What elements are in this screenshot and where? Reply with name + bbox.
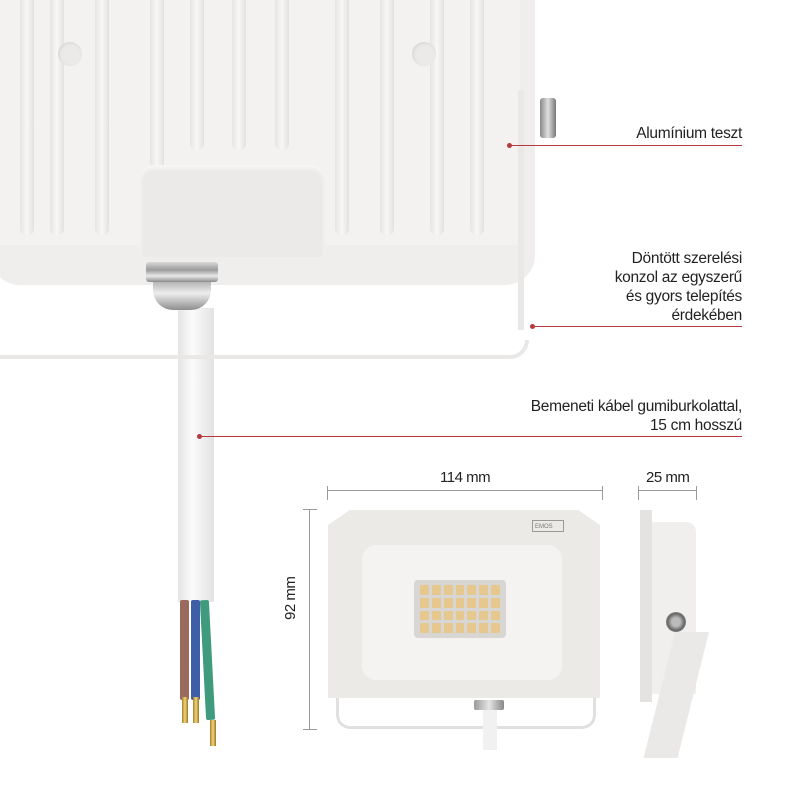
callout-bracket-line: és gyors telepítés (625, 288, 742, 305)
mounting-bracket (0, 340, 529, 359)
bracket-bolt (540, 98, 556, 138)
junction-box (140, 165, 325, 257)
front-view-gland (474, 700, 504, 710)
wire-tip (182, 697, 188, 723)
width-dimension-label: 114 mm (440, 469, 491, 486)
callout-line-bracket (533, 326, 742, 327)
dimension-tick (638, 486, 639, 500)
callout-cable-line: 15 cm hosszú (649, 417, 742, 434)
height-dimension-line (309, 509, 310, 730)
dimension-tick (327, 486, 328, 500)
wire-green (199, 599, 216, 721)
cooling-fin (275, 0, 289, 150)
callout-cable: Bemeneti kábel gumiburkolattal, 15 cm ho… (530, 397, 743, 435)
callout-bracket: Döntött szerelési konzol az egyszerű és … (614, 249, 743, 325)
callout-dot (197, 434, 202, 439)
wire-tip (210, 720, 216, 746)
cooling-fin (335, 0, 349, 235)
cooling-fin (232, 0, 246, 150)
callout-dot (530, 324, 535, 329)
dimension-tick (696, 486, 697, 500)
cooling-fin (20, 0, 34, 235)
mounting-bracket-arm (518, 90, 524, 330)
cooling-fin (470, 0, 484, 235)
callout-dot (507, 143, 512, 148)
callout-line-aluminium (510, 145, 742, 146)
callout-bracket-line: Döntött szerelési (631, 250, 743, 267)
cooling-fin (50, 0, 64, 235)
dimension-tick (303, 509, 317, 510)
led-array (414, 580, 506, 638)
front-view-bracket (336, 690, 596, 729)
callout-bracket-line: konzol az egyszerű (614, 269, 743, 286)
depth-dimension-line (638, 490, 697, 491)
wire-brown (180, 600, 189, 700)
mounting-boss (58, 42, 82, 66)
cooling-fin (190, 0, 204, 150)
cable-gland (153, 282, 211, 310)
callout-aluminium: Alumínium teszt (636, 125, 742, 142)
cooling-fin (380, 0, 394, 235)
height-dimension-label: 92 mm (282, 576, 299, 620)
callout-cable-line: Bemeneti kábel gumiburkolattal, (530, 398, 743, 415)
front-view-cable (483, 710, 497, 750)
depth-dimension-label: 25 mm (646, 469, 690, 486)
side-view-bolt (666, 612, 686, 632)
dimension-tick (303, 729, 317, 730)
wire-tip (193, 697, 199, 723)
brand-logo: EMOS (532, 520, 564, 532)
cooling-fin (430, 0, 444, 235)
width-dimension-line (327, 490, 603, 491)
side-view-front-plate (640, 510, 652, 702)
mounting-boss (412, 42, 436, 66)
callout-line-cable (200, 436, 742, 437)
cable-gland-nut (146, 262, 218, 282)
callout-bracket-line: érdekében (671, 307, 742, 324)
cooling-fin (95, 0, 109, 235)
wire-blue (191, 600, 200, 700)
dimension-tick (602, 486, 603, 500)
